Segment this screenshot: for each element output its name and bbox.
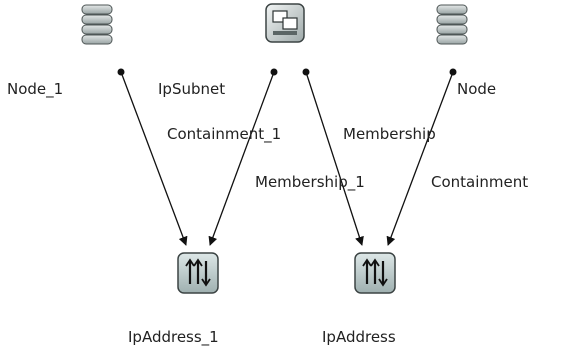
edge-ipsubnet-ipaddress[interactable] — [305, 71, 364, 246]
node-label: Node_1 — [7, 80, 63, 99]
edge-ipsubnet-ipaddress1[interactable] — [208, 71, 275, 246]
ip-address-icon — [177, 252, 219, 294]
edge-label: Containment — [431, 173, 528, 191]
node-label: IpAddress — [322, 328, 396, 346]
node-node1[interactable]: Node_1 — [7, 4, 113, 99]
network-subnet-icon — [265, 3, 305, 43]
server-stack-icon — [81, 4, 113, 45]
node-ipsubnet[interactable]: IpSubnet — [158, 3, 305, 98]
edge-node1-ipaddress1-start-dot — [117, 68, 125, 76]
node-label: Node — [457, 80, 496, 98]
edge-label: Containment_1 — [167, 125, 281, 144]
server-stack-icon — [436, 4, 468, 45]
edge-label: Membership — [343, 125, 436, 143]
edge-ipsubnet-ipaddress-start-dot — [302, 68, 310, 76]
edge-ipsubnet-ipaddress1-start-dot — [270, 68, 278, 76]
node-node[interactable]: Node — [436, 4, 496, 98]
ip-address-icon — [354, 252, 396, 294]
edges-layer — [117, 68, 457, 246]
node-ipaddress1[interactable]: IpAddress_1 — [128, 252, 219, 347]
edge-node-ipaddress-start-dot — [449, 68, 457, 76]
node-label: IpAddress_1 — [128, 328, 219, 347]
edge-node-ipaddress[interactable] — [386, 71, 454, 246]
edge-node1-ipaddress1[interactable] — [120, 71, 188, 246]
edge-label: Membership_1 — [255, 173, 365, 192]
node-label: IpSubnet — [158, 80, 225, 98]
node-ipaddress[interactable]: IpAddress — [322, 252, 396, 346]
edge-labels-layer: Containment_1 Membership Membership_1 Co… — [167, 125, 528, 192]
